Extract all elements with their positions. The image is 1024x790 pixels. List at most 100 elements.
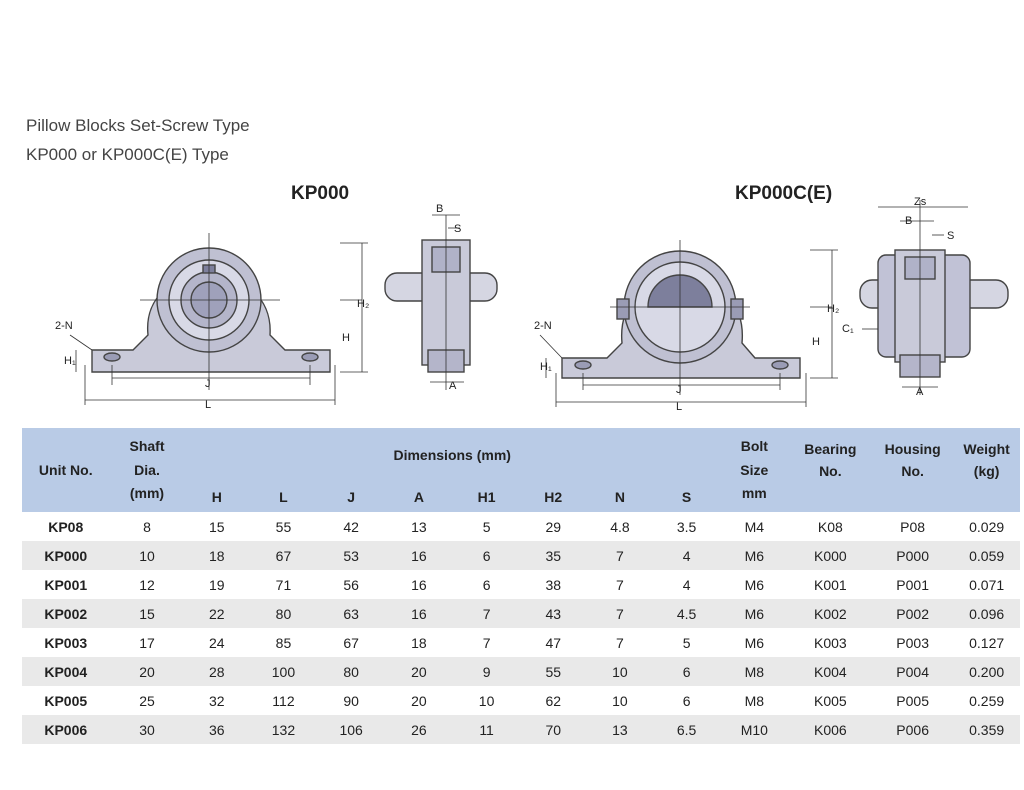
col-h: H xyxy=(211,489,222,505)
cell-unit-no: KP004 xyxy=(44,663,88,680)
cell-unit-no: KP002 xyxy=(44,605,88,622)
cell-weight: 0.071 xyxy=(969,576,1005,593)
cell-a: 13 xyxy=(411,518,427,535)
cell-a: 20 xyxy=(411,692,427,709)
col-bearing-line2: No. xyxy=(819,463,842,479)
cell-j: 53 xyxy=(343,547,359,564)
cell-h: 18 xyxy=(209,547,225,564)
cell-bolt-size: M6 xyxy=(744,576,765,593)
cell-j: 106 xyxy=(339,721,363,738)
spec-table-header: Unit No. Shaft Dimensions (mm) Bolt Bear… xyxy=(22,428,1020,512)
cell-s: 5 xyxy=(682,634,691,651)
cell-bearing-no: K004 xyxy=(814,663,847,680)
cell-h2: 47 xyxy=(545,634,562,651)
cell-j: 80 xyxy=(343,663,359,680)
cell-n: 7 xyxy=(616,576,624,593)
cell-l: 71 xyxy=(275,576,292,593)
cell-n: 10 xyxy=(612,663,628,680)
cell-h1: 6 xyxy=(482,576,491,593)
cell-a: 16 xyxy=(411,576,427,593)
cell-unit-no: KP000 xyxy=(44,547,88,564)
cell-bolt-size: M6 xyxy=(744,605,765,622)
cell-n: 13 xyxy=(612,721,628,738)
label-l-right: L xyxy=(676,401,682,413)
cell-l: 55 xyxy=(275,518,292,535)
col-bolt-line3: mm xyxy=(741,485,767,501)
cell-shaft-dia: 30 xyxy=(139,721,155,738)
cell-j: 56 xyxy=(343,576,359,593)
cell-n: 7 xyxy=(616,605,624,622)
cell-h: 24 xyxy=(209,634,225,651)
cell-weight: 0.259 xyxy=(969,692,1005,709)
cell-bearing-no: K000 xyxy=(814,547,847,564)
cell-bolt-size: M6 xyxy=(744,547,765,564)
label-h2-left: H₂ xyxy=(357,298,369,310)
cell-l: 85 xyxy=(275,634,292,651)
col-a: A xyxy=(413,489,424,505)
technical-drawings: 2-N H₁ H H₂ J L B S A xyxy=(55,196,1009,413)
kp000-side-dimension-lines xyxy=(430,214,464,390)
figure-title-kp000ce: KP000C(E) xyxy=(735,183,833,204)
col-housing-line1: Housing xyxy=(884,441,941,457)
cell-j: 42 xyxy=(343,518,359,535)
cell-h1: 9 xyxy=(482,663,491,680)
cell-a: 18 xyxy=(411,634,427,651)
col-bolt-line1: Bolt xyxy=(740,438,768,455)
cell-n: 10 xyxy=(612,692,628,709)
cell-h2: 70 xyxy=(545,721,562,738)
col-l: L xyxy=(279,489,288,505)
cell-housing-no: P000 xyxy=(896,547,929,564)
cell-s: 3.5 xyxy=(676,518,697,535)
label-a-left: A xyxy=(449,380,457,392)
cell-h2: 35 xyxy=(545,547,562,564)
col-weight-line1: Weight xyxy=(963,441,1010,457)
heading-line-2: KP000 or KP000C(E) Type xyxy=(26,145,229,164)
cell-unit-no: KP08 xyxy=(48,518,84,535)
col-bolt-line2: Size xyxy=(740,462,769,479)
col-shaft-line2: Dia. xyxy=(134,462,160,479)
cell-bearing-no: K001 xyxy=(814,576,847,593)
cell-h1: 6 xyxy=(482,547,491,564)
cell-bolt-size: M8 xyxy=(744,692,765,709)
label-h1-left: H₁ xyxy=(64,355,76,367)
cell-housing-no: P08 xyxy=(900,518,926,535)
label-zs: Zs xyxy=(914,196,927,208)
cell-l: 80 xyxy=(275,605,292,622)
label-j-left: J xyxy=(205,378,211,390)
cell-housing-no: P004 xyxy=(896,663,929,680)
label-h2-right: H₂ xyxy=(827,303,839,315)
cell-a: 16 xyxy=(411,547,427,564)
kp000-side-view xyxy=(384,239,498,373)
cell-bearing-no: K005 xyxy=(814,692,847,709)
cell-n: 4.8 xyxy=(610,518,630,535)
label-h-right: H xyxy=(812,336,820,348)
label-h-left: H xyxy=(342,332,350,344)
cell-s: 6.5 xyxy=(676,721,697,738)
cell-unit-no: KP005 xyxy=(44,692,88,709)
cell-unit-no: KP001 xyxy=(44,576,88,593)
cell-shaft-dia: 20 xyxy=(139,663,155,680)
label-h1-right: H₁ xyxy=(540,361,552,373)
figure-title-kp000: KP000 xyxy=(291,183,350,204)
label-b-left: B xyxy=(436,203,443,215)
cell-h1: 7 xyxy=(482,605,491,622)
cell-s: 6 xyxy=(682,692,691,709)
cell-bearing-no: K003 xyxy=(814,634,847,651)
label-c1: C₁ xyxy=(842,323,854,335)
col-s: S xyxy=(681,489,692,505)
cell-h: 36 xyxy=(209,721,225,738)
cell-bolt-size: M6 xyxy=(744,634,765,651)
cell-housing-no: P001 xyxy=(896,576,929,593)
kp000-front-view xyxy=(91,247,331,373)
col-bearing: Bearing No. xyxy=(789,428,872,482)
cell-housing-no: P002 xyxy=(896,605,929,622)
cell-weight: 0.096 xyxy=(969,605,1005,622)
label-2n-right: 2-N xyxy=(534,320,552,332)
cell-j: 67 xyxy=(343,634,359,651)
